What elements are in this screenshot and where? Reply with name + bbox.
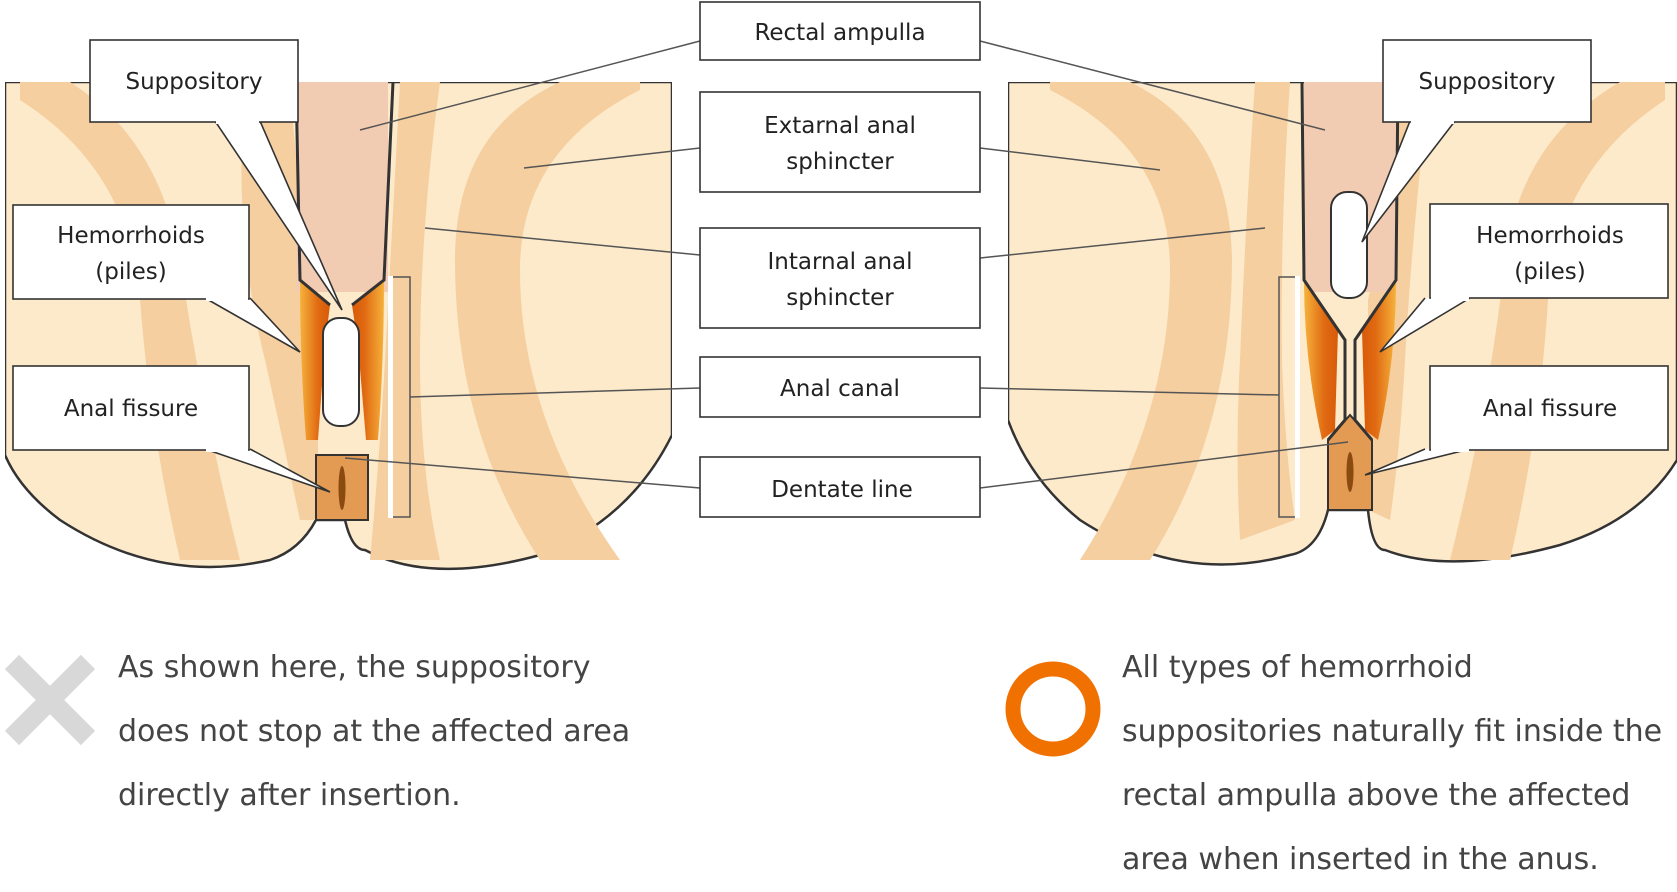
cross-icon xyxy=(4,654,96,746)
caption-right-line: All types of hemorrhoid xyxy=(1122,650,1473,685)
label-rectal-ampulla: Rectal ampulla xyxy=(699,1,981,61)
caption-wrong: As shown here, the suppository does not … xyxy=(118,636,678,828)
right-hemorrhoid-left xyxy=(1304,280,1338,440)
leader-rectal-ampulla-right xyxy=(979,40,1326,131)
left-sphincter-band-right xyxy=(370,82,440,560)
leader-dentate-right xyxy=(979,441,1349,489)
label-dentate-line: Dentate line xyxy=(699,456,981,518)
svg-text:Dentate line: Dentate line xyxy=(771,477,913,503)
leader-internal-left xyxy=(424,227,701,256)
svg-text:(piles): (piles) xyxy=(95,259,166,285)
svg-text:Hemorrhoids: Hemorrhoids xyxy=(57,223,205,249)
label-external-sphincter: Extarnal anal sphincter xyxy=(699,91,981,193)
caption-right-line: suppositories naturally fit inside the xyxy=(1122,714,1663,749)
leader-external-right xyxy=(979,147,1161,171)
right-external-muscle xyxy=(1050,82,1232,560)
left-hemorrhoid-right xyxy=(352,280,384,440)
svg-text:Hemorrhoids: Hemorrhoids xyxy=(1476,223,1624,249)
right-fissure-mark xyxy=(1346,452,1354,492)
right-suppository-shape xyxy=(1330,191,1368,299)
left-hemorrhoid-left xyxy=(300,280,330,440)
caption-wrong-line: As shown here, the suppository xyxy=(118,650,591,685)
svg-text:sphincter: sphincter xyxy=(786,285,894,311)
right-rectum-wall-left xyxy=(1300,82,1347,441)
label-anal-canal: Anal canal xyxy=(699,356,981,418)
left-rectum-wall-right xyxy=(351,82,395,307)
leader-anal-canal-left xyxy=(409,387,701,398)
right-callout-anal-fissure: Anal fissure xyxy=(1364,365,1669,476)
right-anatomy xyxy=(1008,82,1677,566)
left-rectum-wall-left xyxy=(294,82,331,307)
caption-right-line: rectal ampulla above the affected xyxy=(1122,778,1631,813)
leader-dentate-left xyxy=(344,457,701,489)
svg-text:Suppository: Suppository xyxy=(126,69,263,95)
svg-text:Extarnal anal: Extarnal anal xyxy=(764,113,916,139)
left-anatomy xyxy=(5,82,672,571)
right-callout-hemorrhoids: Hemorrhoids (piles) xyxy=(1379,203,1669,353)
right-hemorrhoid-right xyxy=(1362,280,1396,440)
left-fissure-mark xyxy=(338,466,346,510)
left-callout-hemorrhoids: Hemorrhoids (piles) xyxy=(12,204,301,353)
svg-text:Anal canal: Anal canal xyxy=(780,376,900,402)
left-suppository-shape xyxy=(322,317,360,427)
label-internal-sphincter: Intarnal anal sphincter xyxy=(699,227,981,329)
svg-text:(piles): (piles) xyxy=(1514,259,1585,285)
leader-external-left xyxy=(523,147,701,169)
caption-right-line: area when inserted in the anus. xyxy=(1122,842,1599,877)
caption-wrong-line: directly after insertion. xyxy=(118,778,461,813)
caption-wrong-line: does not stop at the affected area xyxy=(118,714,631,749)
svg-text:Anal fissure: Anal fissure xyxy=(1483,396,1617,422)
circle-icon xyxy=(1005,661,1101,757)
right-callout-suppository: Suppository xyxy=(1361,39,1592,243)
leader-internal-right xyxy=(979,227,1266,259)
right-sphincter-band-left xyxy=(1237,82,1295,540)
left-callout-suppository: Suppository xyxy=(89,39,343,311)
svg-text:Suppository: Suppository xyxy=(1419,69,1556,95)
left-external-muscle xyxy=(455,82,640,560)
leader-anal-canal-right xyxy=(979,387,1280,396)
svg-text:Rectal ampulla: Rectal ampulla xyxy=(754,20,925,46)
svg-text:Intarnal anal: Intarnal anal xyxy=(767,249,912,275)
caption-right: All types of hemorrhoid suppositories na… xyxy=(1122,636,1677,892)
svg-text:sphincter: sphincter xyxy=(786,149,894,175)
left-callout-anal-fissure: Anal fissure xyxy=(12,365,331,493)
svg-text:Anal fissure: Anal fissure xyxy=(64,396,198,422)
right-rectum-wall-right xyxy=(1353,82,1400,441)
leader-rectal-ampulla-left xyxy=(359,40,701,131)
